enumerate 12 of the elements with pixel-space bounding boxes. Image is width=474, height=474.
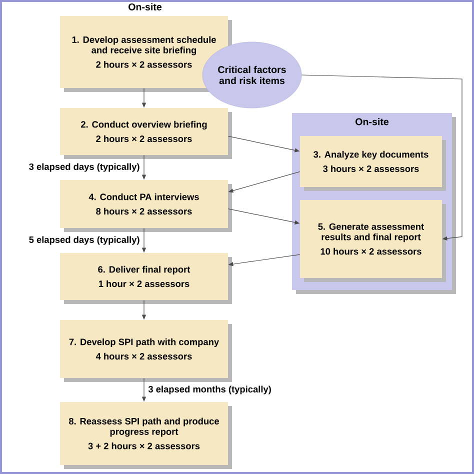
arrow (301, 74, 462, 240)
step-box: 8. Reassess SPI path and produce progress report 3 + 2 hours × 2 assessors (60, 402, 232, 469)
step-box: 7. Develop SPI path with company 4 hours × 2 assessors (60, 320, 232, 382)
step-box: 2. Conduct overview briefing 2 hours × 2 assessors (60, 108, 232, 159)
step-box: 5. Generate assessment results and final report 10 hours × 2 assessors (300, 200, 446, 282)
edge-label: 3 elapsed months (typically) (148, 386, 271, 394)
step-box: 3. Analyze key documents 3 hours × 2 assessors (300, 136, 446, 191)
section-label: On-site (128, 3, 162, 10)
edge-label: 5 elapsed days (typically) (29, 236, 140, 245)
step-box: 4. Conduct PA interviews 8 hours × 2 assessors (60, 180, 232, 232)
step-box: 6. Deliver final report 1 hour × 2 assessors (60, 253, 232, 304)
edge-label: 3 elapsed days (typically) (29, 163, 140, 172)
